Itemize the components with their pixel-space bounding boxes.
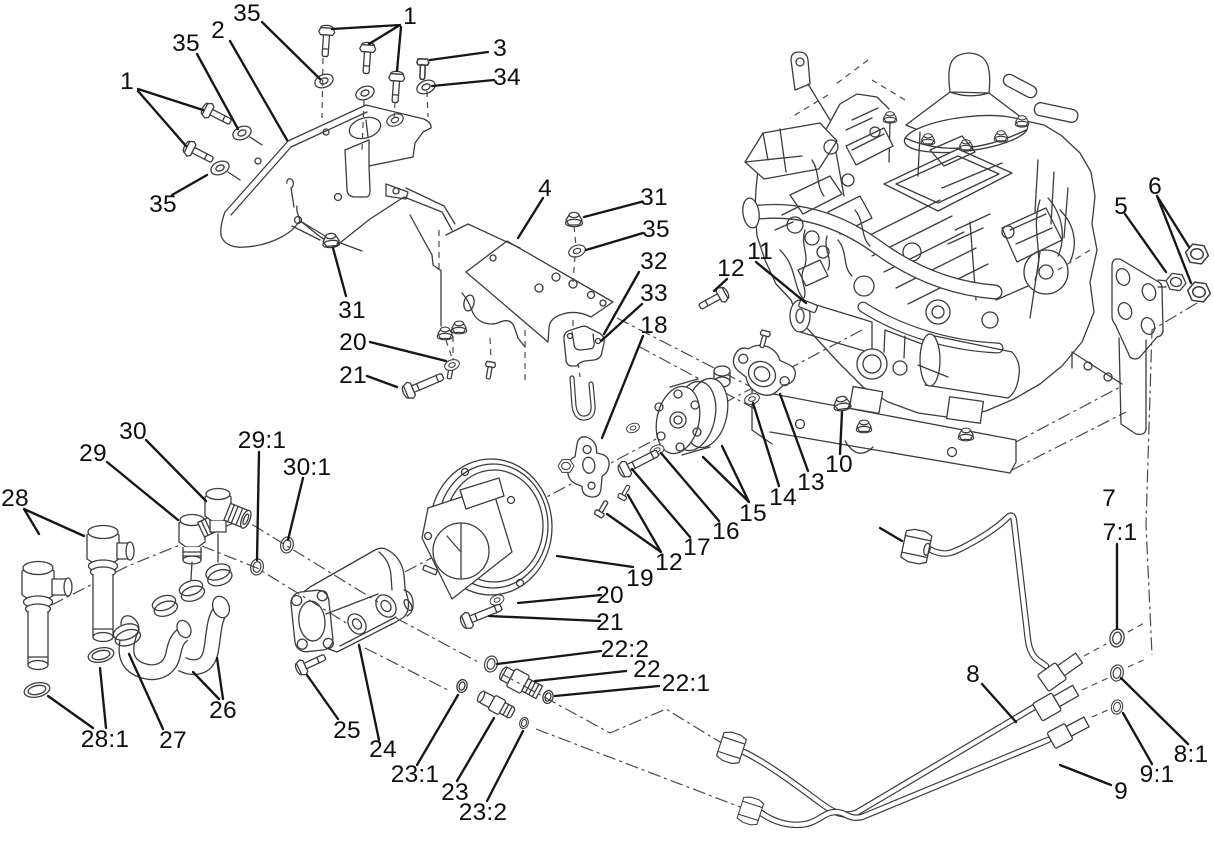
svg-text:17: 17 — [683, 534, 711, 561]
svg-text:20: 20 — [596, 582, 624, 609]
svg-text:34: 34 — [493, 64, 521, 91]
svg-text:22:1: 22:1 — [662, 670, 710, 697]
svg-text:4: 4 — [538, 175, 552, 202]
svg-text:23:1: 23:1 — [391, 761, 439, 788]
svg-text:25: 25 — [333, 717, 361, 744]
svg-text:3: 3 — [493, 35, 507, 62]
svg-text:9:1: 9:1 — [1140, 761, 1175, 788]
svg-text:1: 1 — [120, 68, 134, 95]
svg-text:6: 6 — [1148, 173, 1162, 200]
svg-text:14: 14 — [769, 484, 797, 511]
svg-text:20: 20 — [339, 329, 367, 356]
svg-text:30:1: 30:1 — [283, 454, 331, 481]
svg-text:29:1: 29:1 — [238, 427, 286, 454]
svg-text:27: 27 — [159, 727, 187, 754]
svg-text:31: 31 — [640, 184, 668, 211]
svg-text:35: 35 — [642, 216, 670, 243]
svg-text:21: 21 — [596, 609, 624, 636]
svg-text:8:1: 8:1 — [1174, 741, 1209, 768]
svg-text:29: 29 — [79, 440, 107, 467]
svg-text:30: 30 — [119, 418, 147, 445]
svg-text:1: 1 — [403, 3, 417, 30]
svg-text:31: 31 — [338, 297, 366, 324]
svg-text:33: 33 — [640, 280, 668, 307]
svg-text:13: 13 — [797, 469, 825, 496]
svg-text:12: 12 — [717, 255, 745, 282]
svg-text:10: 10 — [825, 451, 853, 478]
svg-text:2: 2 — [211, 17, 225, 44]
svg-text:24: 24 — [369, 736, 397, 763]
svg-text:22:2: 22:2 — [601, 636, 649, 663]
svg-text:35: 35 — [172, 30, 200, 57]
svg-text:35: 35 — [149, 191, 177, 218]
svg-text:12: 12 — [655, 549, 683, 576]
svg-text:32: 32 — [640, 248, 668, 275]
svg-text:28: 28 — [1, 485, 29, 512]
svg-text:7:1: 7:1 — [1103, 519, 1138, 546]
svg-text:21: 21 — [339, 362, 367, 389]
svg-text:15: 15 — [739, 500, 767, 527]
svg-text:7: 7 — [1102, 485, 1116, 512]
svg-text:8: 8 — [966, 661, 980, 688]
svg-text:19: 19 — [626, 565, 654, 592]
svg-text:9: 9 — [1114, 778, 1128, 805]
svg-text:5: 5 — [1114, 193, 1128, 220]
svg-text:23:2: 23:2 — [459, 799, 507, 826]
svg-text:11: 11 — [747, 238, 773, 265]
svg-text:16: 16 — [712, 518, 740, 545]
svg-text:28:1: 28:1 — [81, 726, 129, 753]
svg-text:18: 18 — [640, 312, 668, 339]
svg-text:23: 23 — [441, 779, 469, 806]
svg-text:26: 26 — [209, 697, 237, 724]
svg-text:22: 22 — [633, 656, 661, 683]
svg-text:35: 35 — [233, 0, 261, 27]
